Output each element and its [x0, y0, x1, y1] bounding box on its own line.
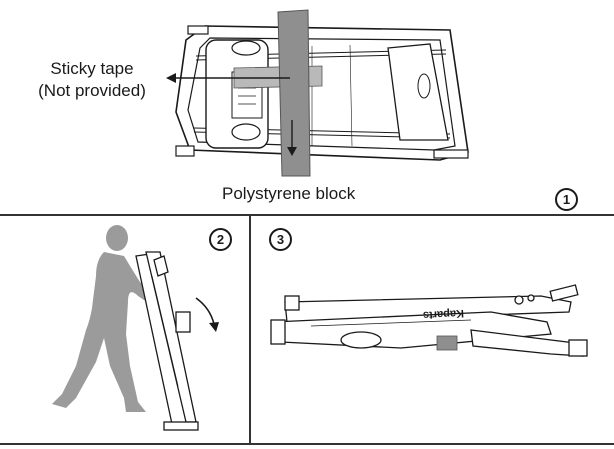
- folded-upper-frame: [284, 295, 572, 323]
- step-2-number: 2: [209, 228, 232, 251]
- polystyrene-block-label: Polystyrene block: [222, 184, 356, 203]
- sticky-tape-label: Sticky tape (Not provided): [18, 58, 166, 102]
- horizontal-divider-top: [0, 214, 614, 216]
- sticky-tape-label-line1: Sticky tape: [50, 59, 134, 78]
- fold-direction-arrow: [195, 297, 215, 325]
- sticky-tape-label-line2: (Not provided): [38, 81, 146, 100]
- folded-treadmill-flat-illustration: [270, 284, 588, 357]
- step-1-panel: Sticky tape (Not provided) Polystyrene b…: [0, 0, 614, 214]
- step-2-panel: 2: [0, 216, 249, 443]
- console-panel: [205, 39, 269, 149]
- brand-text: Kaparts: [422, 306, 465, 322]
- upright-treadmill: [135, 251, 199, 431]
- vertical-divider: [249, 216, 251, 443]
- step-1-number: 1: [555, 188, 578, 211]
- step-3-number: 3: [269, 228, 292, 251]
- step-3-panel: Kaparts 3: [251, 216, 614, 443]
- horizontal-divider-bottom: [0, 443, 614, 445]
- person-folding-treadmill-illustration: [52, 225, 219, 431]
- person-silhouette: [52, 225, 156, 412]
- polystyrene-block: [277, 9, 311, 177]
- tape-block-folded: [436, 335, 458, 351]
- treadmill-deck: [187, 37, 456, 151]
- treadmill-top-view-illustration: [166, 9, 469, 177]
